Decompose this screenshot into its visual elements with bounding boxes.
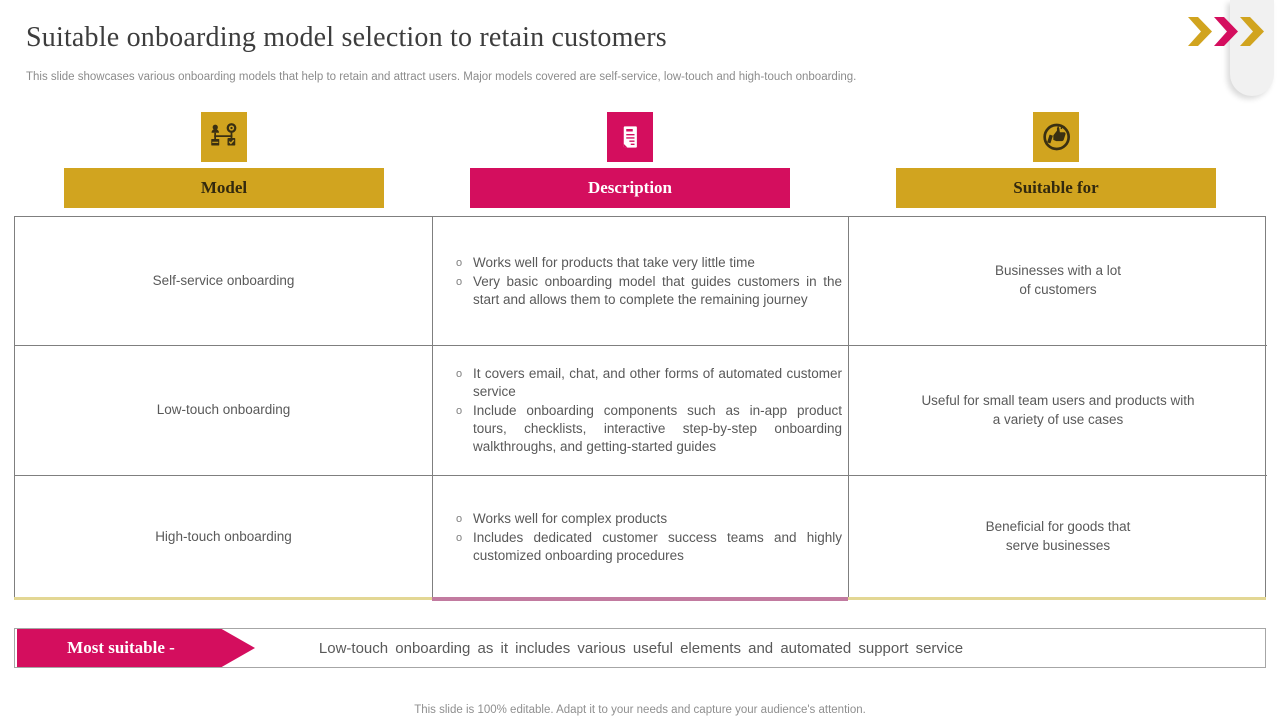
slide-subtitle: This slide showcases various onboarding … [26,71,857,83]
column-header-description: Description [470,112,790,208]
suitable-cell-self-service: Businesses with a lot of customers [849,217,1267,346]
bullet-marker: o [455,512,463,525]
accent-segment-mauve [432,597,848,601]
model-cell-low-touch: Low-touch onboarding [15,346,433,476]
bullet-marker: o [455,531,463,544]
footer-note: This slide is 100% editable. Adapt it to… [414,704,866,716]
bullet-marker: o [455,256,463,269]
model-cell-high-touch: High-touch onboarding [15,476,433,598]
column-header-model: Model [64,112,384,208]
onboarding-models-table: Self-service onboarding o Works well for… [14,216,1267,598]
most-suitable-text: Low-touch onboarding as it includes vari… [318,639,964,657]
most-suitable-arrow: Most suitable - [17,629,255,667]
most-suitable-label: Most suitable - [67,638,175,657]
list-item: o Very basic onboarding model that guide… [445,273,842,309]
list-item: o Includes dedicated customer success te… [445,529,842,565]
chevron-arrows-icon [1188,17,1264,46]
list-item: o Works well for products that take very… [445,254,842,272]
workflow-icon [201,112,247,162]
column-banner-model: Model [64,168,384,208]
column-banner-suitable-for: Suitable for [896,168,1216,208]
model-cell-self-service: Self-service onboarding [15,217,433,346]
description-cell-low-touch: o It covers email, chat, and other forms… [433,346,849,476]
accent-segment-gold [848,597,1266,600]
list-item: o Include onboarding components such as … [445,402,842,456]
list-item: o Works well for complex products [445,510,842,528]
document-icon [607,112,653,162]
suitable-cell-high-touch: Beneficial for goods that serve business… [985,519,1131,553]
description-cell-self-service: o Works well for products that take very… [433,217,849,346]
column-banner-description: Description [470,168,790,208]
table-bottom-accent [14,597,1266,601]
most-suitable-banner: Most suitable - Low-touch onboarding as … [14,628,1266,668]
corner-tab [1230,0,1274,96]
bullet-marker: o [455,275,463,288]
suitable-cell-low-touch: Useful for small team users and products… [849,346,1267,476]
column-header-suitable-for: Suitable for [896,112,1216,208]
description-cell-high-touch: o Works well for complex products o Incl… [433,476,849,598]
page-title: Suitable onboarding model selection to r… [26,22,667,53]
list-item: o It covers email, chat, and other forms… [445,365,842,401]
bullet-marker: o [455,405,463,418]
thumbs-up-icon [1033,112,1079,162]
accent-segment-gold [14,597,432,600]
bullet-marker: o [455,368,463,381]
